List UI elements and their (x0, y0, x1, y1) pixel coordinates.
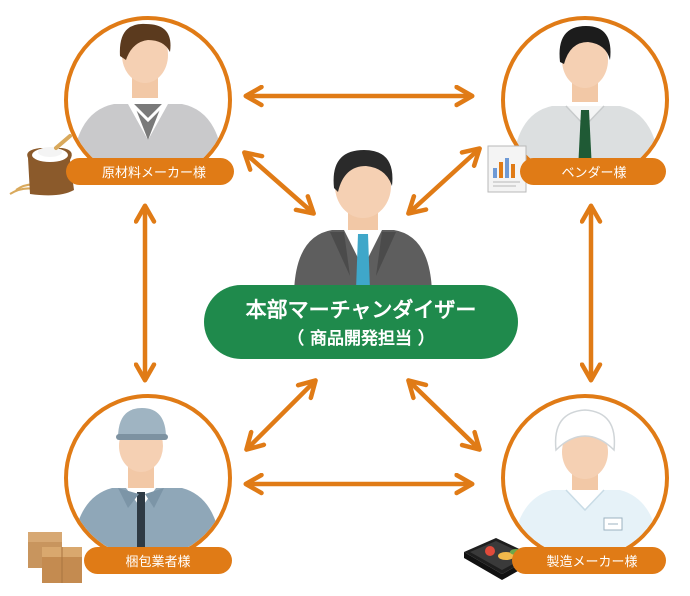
report-chart-icon (487, 145, 527, 193)
center-subtitle: （ 商品開発担当 ） (287, 328, 435, 349)
person-merchandiser-icon (294, 150, 432, 298)
node-raw-material: 原材料メーカー様 (9, 16, 234, 196)
node-manufacturer-label: 製造メーカー様 (546, 555, 637, 570)
flour-sack-icon (9, 134, 74, 196)
node-raw-material-label: 原材料メーカー様 (102, 166, 206, 181)
arrows (133, 84, 603, 496)
node-packaging: 梱包業者様 (28, 394, 232, 583)
center-title: 本部マーチャンダイザー (246, 298, 477, 322)
arrow-center-top-right (406, 146, 482, 216)
cardboard-boxes-icon (28, 532, 82, 583)
person-raw-material-icon (72, 23, 224, 175)
node-merchandiser: 本部マーチャンダイザー （ 商品開発担当 ） (204, 150, 518, 359)
person-vendor-icon (512, 26, 660, 178)
arrow-center-bottom-right (406, 378, 482, 452)
person-manufacturer-icon (512, 409, 660, 558)
node-vendor-label: ベンダー様 (561, 166, 626, 181)
arrow-center-bottom-left (244, 378, 318, 452)
person-packaging-icon (72, 408, 222, 558)
node-vendor: ベンダー様 (487, 16, 669, 193)
arrow-center-top-left (242, 150, 316, 216)
node-manufacturer: 製造メーカー様 (464, 394, 669, 580)
node-packaging-label: 梱包業者様 (125, 554, 190, 570)
